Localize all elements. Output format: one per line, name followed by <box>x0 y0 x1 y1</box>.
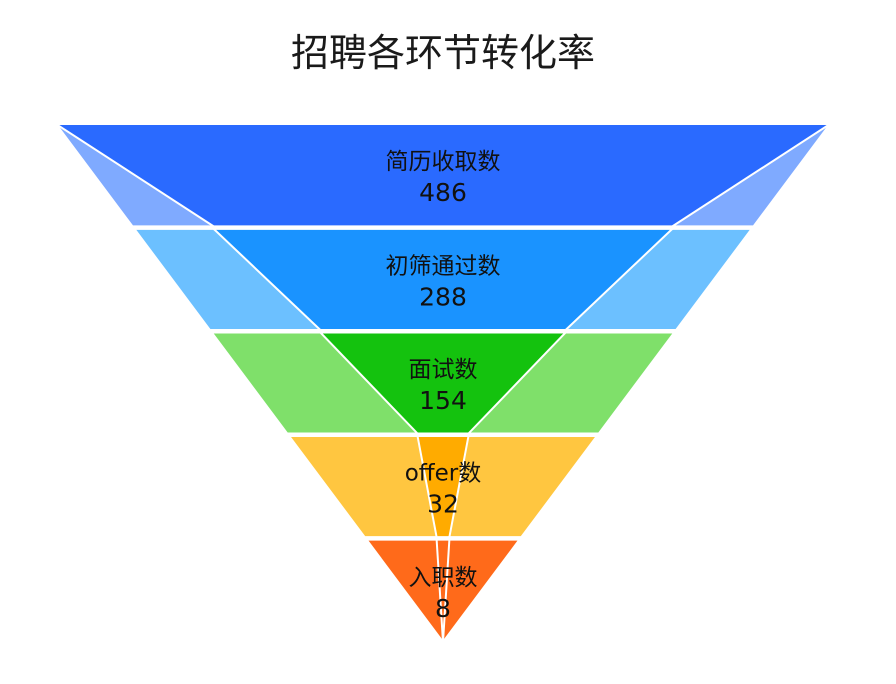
stage-name-label: 入职数 <box>409 565 478 591</box>
funnel-value-segment <box>52 123 834 228</box>
stage-name-label: 面试数 <box>409 357 478 383</box>
stage-value-label: 8 <box>435 594 451 623</box>
chart-title: 招聘各环节转化率 <box>290 31 595 75</box>
stage-value-label: 288 <box>419 282 467 311</box>
stage-name-label: offer数 <box>405 461 482 487</box>
stage-value-label: 154 <box>419 386 467 415</box>
stage-name-label: 简历收取数 <box>386 149 501 175</box>
stage-value-label: 486 <box>419 178 467 207</box>
funnel-value-segment <box>211 227 675 331</box>
funnel-value-segment <box>435 538 451 643</box>
stage-value-label: 32 <box>427 490 459 519</box>
stage-name-label: 初筛通过数 <box>386 253 501 279</box>
funnel-value-segment <box>318 331 568 435</box>
funnel-value-segment <box>416 435 470 539</box>
